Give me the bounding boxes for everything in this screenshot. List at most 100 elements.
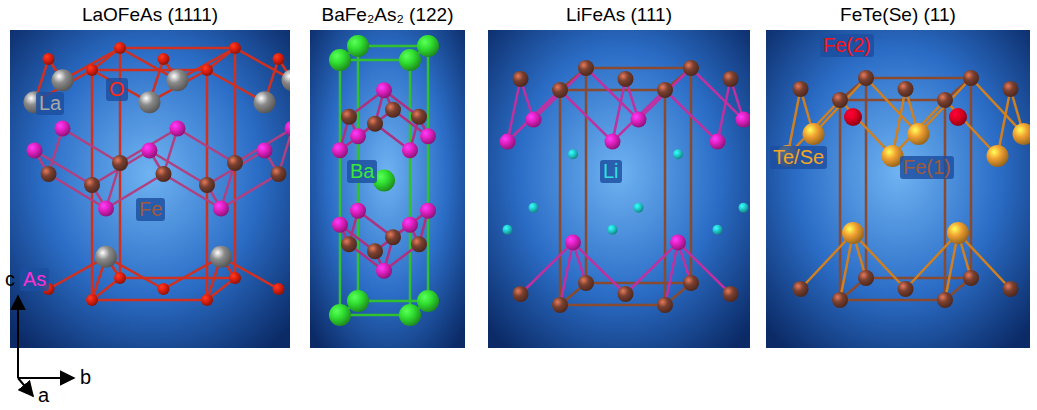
atom-sphere — [114, 272, 126, 284]
bond — [178, 129, 236, 164]
axis-label: c — [5, 268, 15, 291]
panel-ground — [310, 30, 465, 348]
atom-sphere — [937, 292, 953, 308]
structure-panel — [10, 30, 304, 348]
atom-sphere — [112, 155, 128, 171]
bond — [521, 242, 574, 294]
atom-sphere — [229, 272, 241, 284]
atom-sphere — [282, 69, 291, 91]
atom-sphere — [350, 128, 366, 144]
atom-sphere — [43, 283, 55, 295]
atom-sphere — [86, 294, 98, 306]
atom-sphere — [1013, 123, 1031, 145]
atom-sphere — [503, 225, 513, 235]
atom-sphere — [657, 82, 673, 98]
atom-sphere — [739, 203, 749, 213]
atom-sphere — [95, 246, 117, 268]
atom-sphere — [376, 263, 392, 279]
atom-sphere — [526, 112, 542, 128]
atom-label: Ba — [347, 160, 377, 183]
bond — [626, 242, 679, 294]
c-axis-arrow — [17, 296, 19, 378]
compound-title: BaFe₂As₂ (122) — [310, 0, 465, 27]
bond — [919, 78, 972, 134]
atom-sphere — [844, 108, 862, 126]
atom-sphere — [657, 297, 673, 313]
atom-sphere — [402, 142, 418, 158]
atom-sphere — [608, 225, 618, 235]
atom-sphere — [285, 121, 291, 137]
bond — [945, 100, 998, 156]
atom-sphere — [417, 35, 439, 57]
atom-sphere — [736, 112, 751, 128]
unit-cell-edge — [560, 304, 665, 307]
atom-sphere — [114, 42, 126, 54]
bond — [678, 242, 731, 294]
atom-sphere — [376, 82, 392, 98]
structure-panel — [310, 30, 465, 348]
atom-sphere — [399, 304, 421, 326]
atom-sphere — [399, 49, 421, 71]
atom-sphere — [373, 170, 395, 192]
atom-sphere — [167, 69, 189, 91]
atom-label: Li — [600, 160, 622, 183]
bond — [92, 151, 150, 186]
unit-cell-edge — [427, 46, 430, 301]
unit-cell-edge — [339, 60, 342, 315]
bond — [866, 78, 919, 134]
atom-sphere — [402, 217, 418, 233]
bond — [164, 174, 222, 209]
atom-sphere — [213, 201, 229, 217]
atom-sphere — [1003, 281, 1019, 297]
atom-sphere — [683, 60, 699, 76]
bond — [840, 100, 893, 156]
bond — [718, 79, 731, 142]
bond — [665, 90, 718, 142]
atom-sphere — [832, 292, 848, 308]
atom-label: Fe — [136, 198, 165, 221]
atom-sphere — [605, 134, 621, 150]
atom-sphere — [201, 64, 213, 76]
atom-sphere — [199, 177, 215, 193]
atom-sphere — [332, 217, 348, 233]
atom-sphere — [55, 121, 71, 137]
unit-cell-edge — [866, 77, 971, 80]
bond — [788, 100, 841, 156]
bond — [958, 233, 1011, 289]
atom-sphere — [158, 283, 170, 295]
panel-ground — [10, 30, 290, 348]
atom-sphere — [898, 281, 914, 297]
atom-label: Te/Se — [770, 146, 827, 169]
atom-sphere — [52, 69, 74, 91]
atom-sphere — [949, 108, 967, 126]
atom-sphere — [898, 81, 914, 97]
bond — [63, 129, 121, 164]
atom-label: As — [20, 268, 49, 291]
atom-sphere — [41, 166, 57, 182]
atom-sphere — [552, 82, 568, 98]
atom-label: O — [106, 78, 128, 101]
structure-panel — [766, 30, 1035, 348]
atom-sphere — [347, 35, 369, 57]
bond — [508, 79, 521, 142]
atom-sphere — [882, 145, 904, 167]
atom-sphere — [578, 275, 594, 291]
atom-label: Fe(2) — [820, 34, 874, 57]
structure-panel: BaFe₂As₂ (122) — [310, 0, 465, 348]
atom-sphere — [411, 236, 427, 252]
atom-sphere — [842, 222, 864, 244]
atom-sphere — [618, 286, 634, 302]
bond — [893, 100, 946, 156]
atom-sphere — [227, 155, 243, 171]
bond — [971, 78, 1024, 134]
atom-sphere — [84, 177, 100, 193]
structure-panel: FeTe(Se) (11) — [766, 0, 1030, 348]
bond — [221, 174, 279, 209]
bond — [691, 68, 744, 120]
atom-sphere — [86, 64, 98, 76]
atom-sphere — [158, 53, 170, 65]
axis-triad — [18, 296, 74, 396]
unit-cell-edge — [840, 299, 945, 302]
atom-sphere — [713, 225, 723, 235]
